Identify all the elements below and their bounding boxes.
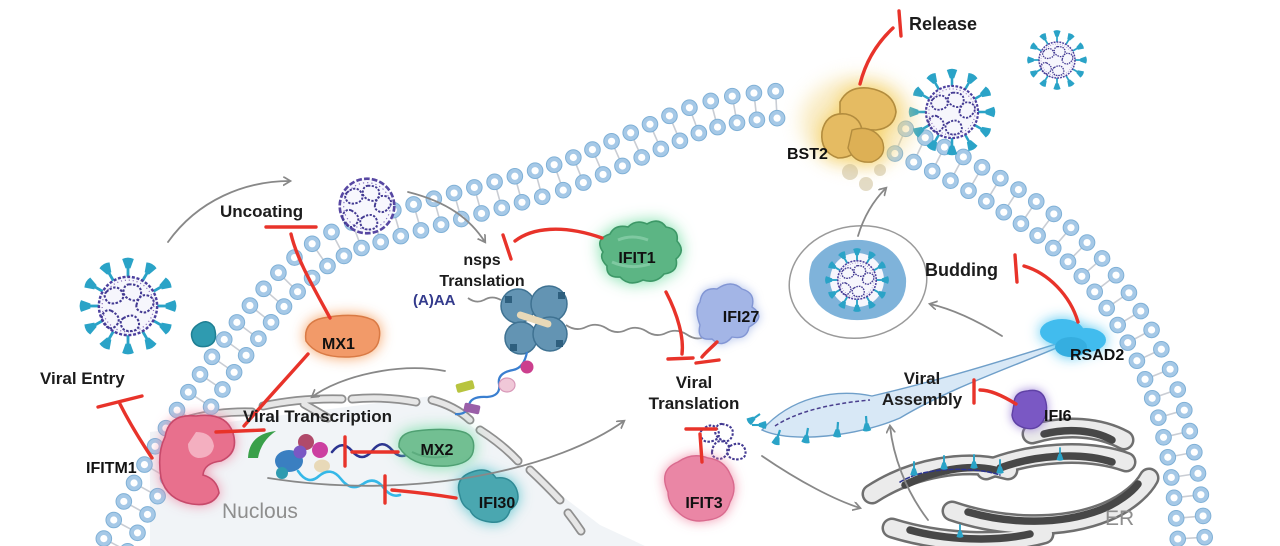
- ribosome-body: [500, 285, 568, 355]
- inhibit-viral-translation-ifit1: [664, 290, 695, 361]
- inhibit-nsps-translation: [501, 227, 604, 261]
- nucleus-body: [150, 396, 645, 546]
- budding-vesicle: [788, 224, 928, 340]
- virus-released-small: [1027, 30, 1087, 90]
- mrna-out: [565, 323, 705, 340]
- label-IFIT1: IFIT1: [618, 250, 655, 267]
- label-RSAD2: RSAD2: [1070, 347, 1124, 364]
- viral-polymerase-complex: [248, 431, 330, 479]
- inhibit-uncoating: [264, 225, 332, 320]
- label-nsps-translation: Translation: [439, 273, 524, 290]
- inhibit-transcription-mx1: [214, 352, 310, 434]
- inhibit-viral-entry: [96, 394, 154, 460]
- label-viral-transcription: Viral Transcription: [243, 407, 392, 426]
- label-viral-translation-2: Translation: [649, 394, 740, 413]
- arrow-nucleus-to-translation: [267, 421, 624, 487]
- mrna-in: [467, 296, 502, 303]
- label-er: ER: [1105, 507, 1134, 530]
- label-nsps: nsps: [463, 252, 500, 269]
- label-viral-assembly-2: Assembly: [882, 390, 963, 409]
- label-IFI30: IFI30: [479, 495, 516, 512]
- arrow-genome-to-er: [761, 455, 860, 508]
- protein-RSAD2: [1040, 319, 1106, 357]
- label-IFI6: IFI6: [1044, 408, 1072, 425]
- inhibit-viral-translation-ifi27: [694, 340, 721, 365]
- nucleus: [150, 393, 645, 546]
- ribosome: [467, 285, 705, 355]
- arrow-vesicle-to-membrane: [857, 188, 886, 237]
- inhibition-lines: [96, 9, 1080, 505]
- entry-receptor: [190, 321, 217, 348]
- label-viral-assembly-1: Viral: [904, 369, 941, 388]
- protein-MX2: [398, 428, 475, 467]
- inhibit-release: [858, 9, 903, 86]
- protein-IFI30: [457, 469, 519, 523]
- protein-IFIT3: [664, 455, 735, 522]
- process-arrows: [167, 181, 1003, 521]
- label-IFI27: IFI27: [723, 309, 760, 326]
- protein-BST2: [800, 76, 916, 191]
- virus-uncoated-core: [340, 179, 395, 234]
- label-viral-translation-1: Viral: [676, 373, 713, 392]
- label-BST2: BST2: [787, 146, 828, 163]
- virus-entry: [80, 258, 177, 355]
- nuclear-envelope: [185, 393, 586, 536]
- inhibit-transcription-ifi30: [383, 474, 458, 505]
- arrow-tube-to-vesicle: [930, 304, 1003, 337]
- label-IFIT3: IFIT3: [685, 495, 722, 512]
- arrow-entry-to-uncoating: [167, 181, 290, 243]
- inhibit-transcription-mx2: [343, 435, 400, 468]
- label-poly-a: (A)AA: [413, 292, 456, 309]
- endoplasmic-reticulum: [861, 417, 1160, 546]
- er-viral-spikes: [899, 447, 1065, 539]
- protein-MX1: [304, 314, 381, 358]
- arrow-into-nucleus: [312, 367, 446, 397]
- protein-IFITM1: [158, 414, 236, 506]
- label-MX1: MX1: [322, 336, 355, 353]
- nuclear-export-rna: [454, 351, 534, 416]
- protein-IFI6: [1011, 389, 1048, 430]
- label-uncoating: Uncoating: [220, 202, 303, 221]
- label-release: Release: [909, 14, 977, 34]
- inhibit-viral-assembly: [972, 378, 1018, 406]
- arrow-uncoating-to-nsps: [407, 191, 485, 242]
- label-viral-entry: Viral Entry: [40, 369, 125, 388]
- inhibit-viral-translation-ifit3: [684, 427, 718, 464]
- protein-IFI27: [696, 283, 760, 345]
- arrow-er-to-assembly: [890, 426, 929, 521]
- label-MX2: MX2: [421, 442, 454, 459]
- inhibit-budding: [1013, 253, 1080, 324]
- label-budding: Budding: [925, 260, 998, 280]
- label-IFITM1: IFITM1: [86, 460, 137, 477]
- label-nucleus: Nuclous: [222, 500, 298, 523]
- protein-IFIT1: [598, 220, 683, 284]
- viral-genome-bundle: [699, 418, 768, 464]
